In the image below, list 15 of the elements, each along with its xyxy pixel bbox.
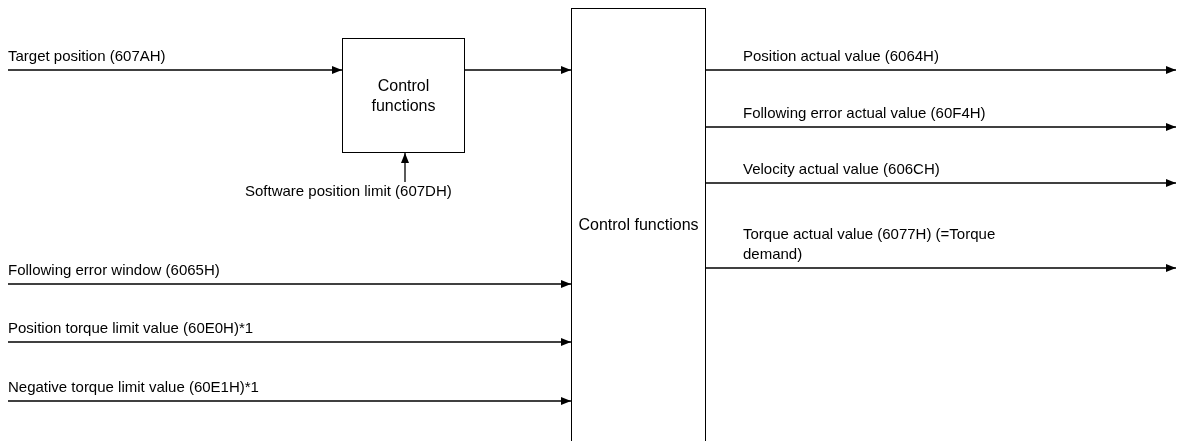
arrow — [464, 66, 572, 74]
arrow — [7, 66, 343, 74]
arrow — [7, 338, 572, 346]
arrow — [705, 66, 1177, 74]
arrow — [7, 280, 572, 288]
arrow — [401, 152, 409, 183]
function-block — [571, 8, 706, 441]
block-label: Control functions — [577, 215, 700, 235]
function-block — [342, 38, 465, 153]
block-label: Control functions — [370, 75, 437, 116]
arrow — [705, 264, 1177, 272]
signal-label: Software position limit (607DH) — [245, 182, 452, 199]
arrow — [705, 123, 1177, 131]
arrow — [705, 179, 1177, 187]
arrow — [7, 397, 572, 405]
